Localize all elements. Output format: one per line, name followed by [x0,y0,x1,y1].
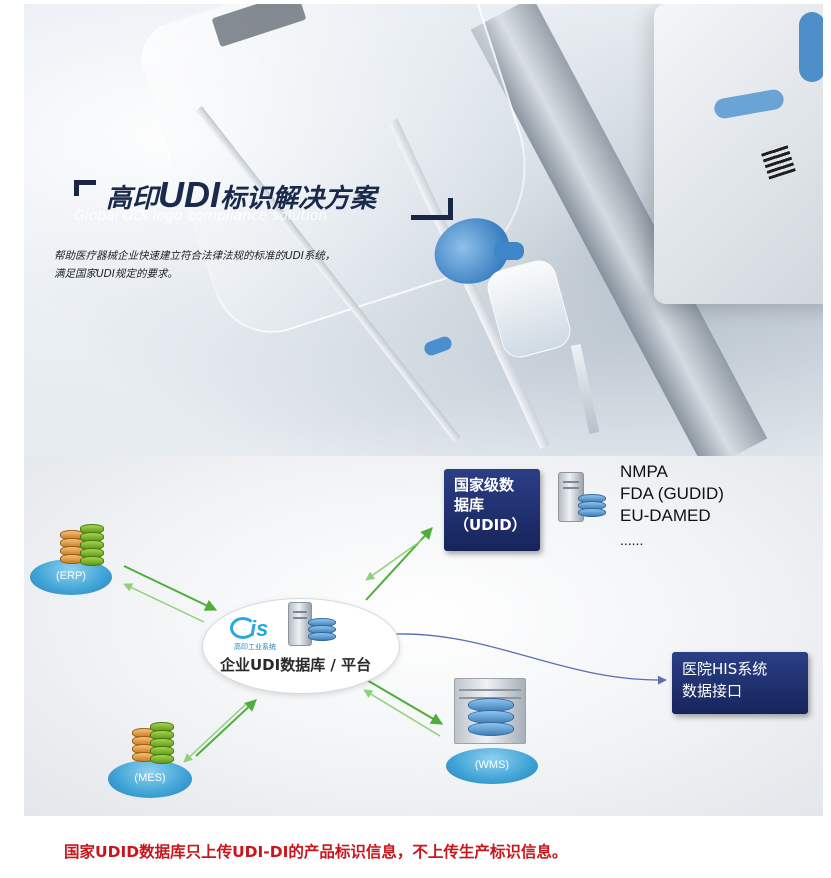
database-icon [468,698,514,736]
title-udi: UDI [158,174,221,215]
arrow-center-to-db [365,527,433,601]
hero-title: 高印UDI标识解决方案 [106,174,376,216]
external-systems-list: NMPA FDA (GUDID) EU-DAMED ...... [620,461,724,553]
database-icon [150,722,174,764]
gis-logo-subtitle: 高印工业系统 [234,643,276,651]
bag-cap-tab [494,242,524,260]
database-icon [308,618,336,641]
arrow-center-to-erp [123,583,205,623]
diagram-arrows [123,527,667,763]
enterprise-udi-platform-label: 企业UDI数据库 / 平台 [220,656,372,674]
udid-upload-note: 国家UDID数据库只上传UDI-DI的产品标识信息，不上传生产标识信息。 [64,843,568,861]
arrow-center-to-wms [359,675,444,725]
national-db-line3: （UDID） [454,516,527,534]
arrow-center-to-mes [183,703,247,763]
udi-architecture-diagram: (ERP) (MES) is 高印工业系统 企业UDI数据库 / 平台 国家级数… [24,456,823,816]
arrow-center-to-his [395,633,667,685]
gis-logo-text: is [250,616,269,641]
arrow-db-to-center [365,539,423,581]
wms-node-base [446,748,538,784]
infusion-pump [654,4,823,304]
national-db-line1: 国家级数 [454,476,515,494]
external-system-item: EU-DAMED [620,506,711,525]
external-system-item: ...... [620,532,644,548]
arrow-erp-to-center [123,565,218,611]
hero-desc-line2: 满足国家UDI规定的要求。 [54,268,178,280]
database-icon [80,524,104,566]
national-db-line2: 据库 [454,496,485,514]
mes-node-base [108,760,192,798]
gis-logo-icon [230,617,256,639]
database-icon [578,494,606,517]
title-bracket-top-left [74,180,96,196]
mes-label: (MES) [134,772,166,784]
wms-label: (WMS) [474,759,510,771]
title-prefix: 高印 [106,183,159,213]
hero-desc-line1: 帮助医疗器械企业快速建立符合法律法规的标准的UDI系统， [54,250,336,262]
arrow-mes-to-center [195,699,257,757]
hero-subtitle: Global UDI logo compliance solution [74,208,328,224]
erp-label: (ERP) [56,570,86,582]
hero-description: 帮助医疗器械企业快速建立符合法律法规的标准的UDI系统， 满足国家UDI规定的要… [54,247,434,283]
external-system-item: NMPA [620,462,668,481]
title-bracket-bottom-right [411,198,453,220]
arrow-wms-to-center [363,689,441,737]
his-line2: 数据接口 [682,682,743,700]
title-suffix: 标识解决方案 [220,183,377,213]
pump-handle [799,12,823,82]
iv-spike [570,343,600,435]
hero-banner: 高印UDI标识解决方案 Global UDI logo compliance s… [24,4,823,456]
roller-clip [422,334,454,358]
national-database-box: 国家级数 据库 （UDID） [444,469,540,551]
his-line1: 医院HIS系统 [682,660,768,678]
external-system-item: FDA (GUDID) [620,484,724,503]
hospital-his-box: 医院HIS系统 数据接口 [672,652,808,714]
